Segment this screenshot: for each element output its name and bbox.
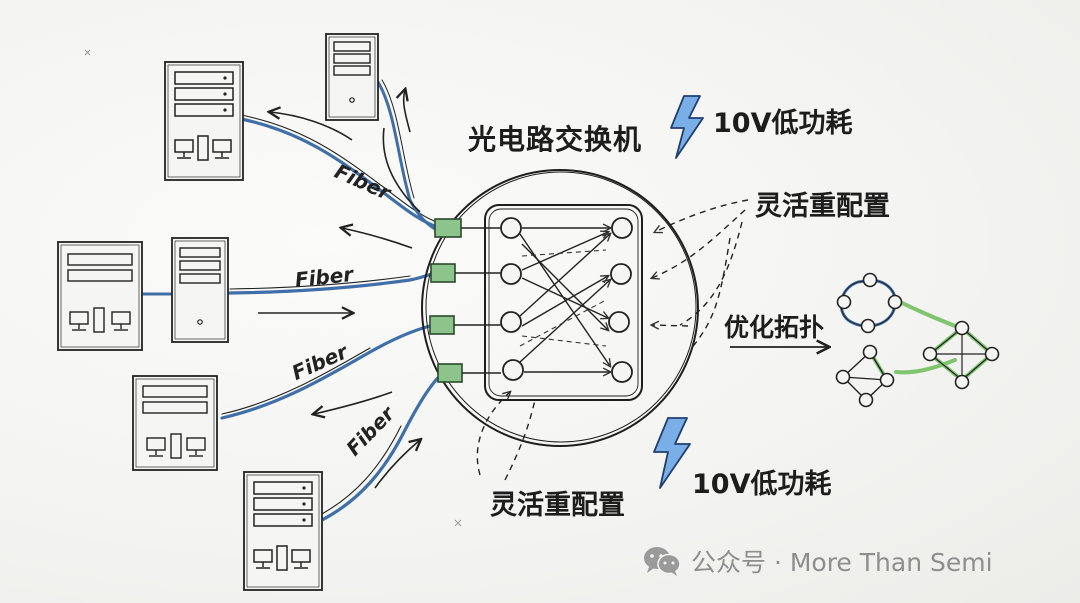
lightning-icon bbox=[653, 417, 691, 489]
server-icon bbox=[325, 33, 379, 121]
power-label-top: 10V低功耗 bbox=[713, 108, 853, 139]
reconfig-label-top: 灵活重配置 bbox=[755, 191, 890, 222]
server-icon bbox=[243, 471, 323, 591]
sketch-marks bbox=[84, 49, 462, 527]
cross-connects bbox=[519, 228, 610, 372]
output-nodes bbox=[608, 217, 633, 383]
lightning-icon bbox=[670, 95, 704, 159]
fiber-cables bbox=[140, 79, 443, 522]
wechat-icon bbox=[644, 547, 681, 576]
switch-title: 光电路交换机 bbox=[468, 123, 643, 156]
reconfig-label-bottom: 灵活重配置 bbox=[490, 490, 625, 521]
switch-ports bbox=[429, 218, 463, 383]
power-label-bottom: 10V低功耗 bbox=[692, 469, 832, 500]
control-arrows bbox=[476, 199, 749, 481]
server-icon bbox=[171, 237, 229, 343]
optimize-topology-label: 优化拓扑 bbox=[724, 313, 825, 342]
desktop-icon bbox=[57, 241, 143, 351]
server-icon bbox=[164, 61, 244, 181]
watermark-text: 公众号 · More Than Semi bbox=[691, 548, 993, 577]
server-icon bbox=[132, 375, 218, 471]
flow-arrows bbox=[258, 90, 420, 489]
optical-switch bbox=[421, 169, 699, 447]
topology-nodes bbox=[835, 272, 1000, 408]
port-links bbox=[454, 227, 501, 374]
input-nodes bbox=[500, 217, 524, 381]
watermark: 公众号 · More Than Semi bbox=[643, 543, 993, 579]
dashed-cross bbox=[519, 249, 607, 347]
